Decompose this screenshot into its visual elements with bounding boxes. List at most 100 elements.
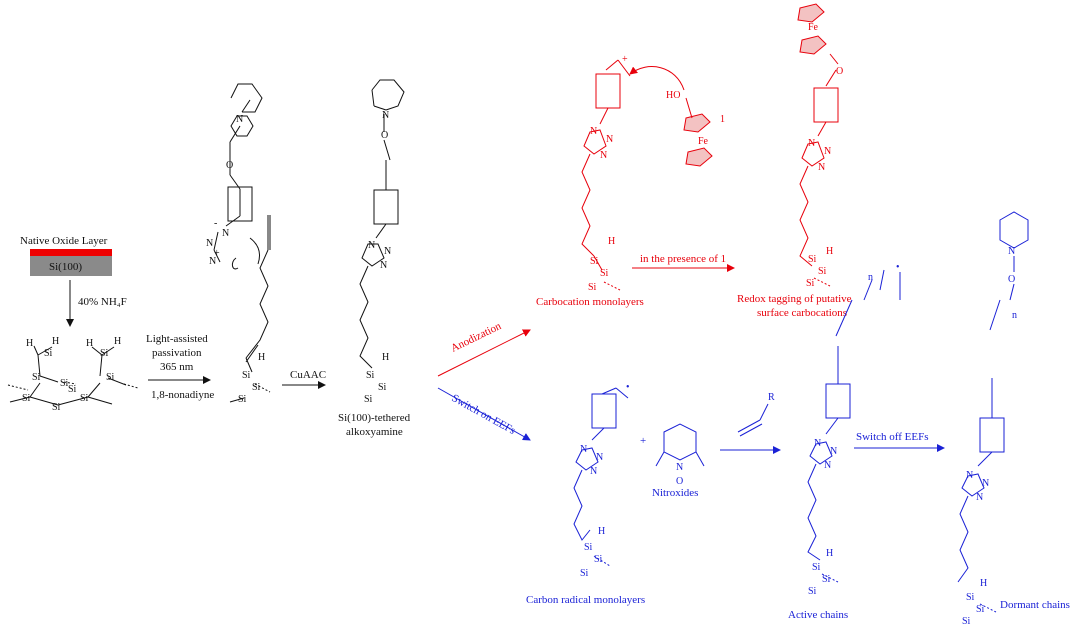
svg-text:H: H xyxy=(382,352,389,363)
svg-text:1: 1 xyxy=(720,114,725,125)
svg-text:Fe: Fe xyxy=(698,136,709,147)
svg-text:n: n xyxy=(1012,310,1017,321)
attack-arrow xyxy=(629,66,685,91)
svg-text:N: N xyxy=(209,256,216,267)
svg-text:N: N xyxy=(676,462,683,473)
carbocation-label: Carbocation monolayers xyxy=(536,296,644,308)
switch-off-label: Switch off EEFs xyxy=(856,431,929,443)
svg-text:N: N xyxy=(966,470,973,481)
svg-text:Si: Si xyxy=(52,402,61,413)
svg-text:Si: Si xyxy=(590,256,599,267)
svg-text:N: N xyxy=(976,492,983,503)
svg-text:Si: Si xyxy=(378,382,387,393)
radical-label: Carbon radical monolayers xyxy=(526,594,645,606)
tethered-alkoxyamine xyxy=(359,79,405,369)
passivation-line1: Light-assisted xyxy=(146,333,208,345)
svg-text:N: N xyxy=(818,162,825,173)
nitroxide-atoms: N O xyxy=(676,462,683,487)
anodization-label: Anodization xyxy=(449,320,504,355)
svg-text:N: N xyxy=(824,146,831,157)
radical-monolayer xyxy=(573,387,629,567)
alkene-r: R xyxy=(768,392,775,403)
svg-text:Si: Si xyxy=(818,266,827,277)
svg-text:H: H xyxy=(114,336,121,347)
switch-on-label: Switch on EEFs xyxy=(450,392,518,437)
svg-text:N: N xyxy=(384,246,391,257)
svg-text:Si: Si xyxy=(806,278,815,289)
svg-text:O: O xyxy=(226,160,233,171)
svg-text:O: O xyxy=(836,66,843,77)
svg-text:H: H xyxy=(598,526,605,537)
svg-text:Si: Si xyxy=(822,574,831,585)
redox-label-1: Redox tagging of putative xyxy=(737,293,852,305)
svg-text:Si: Si xyxy=(600,268,609,279)
svg-text:N: N xyxy=(590,126,597,137)
active-chain xyxy=(807,269,901,583)
svg-text:Si: Si xyxy=(252,382,261,393)
active-chain-atoms: • n N N N H Si Si Si xyxy=(808,262,900,597)
svg-text:N: N xyxy=(206,238,213,249)
svg-text:Si: Si xyxy=(808,254,817,265)
svg-text:N: N xyxy=(606,134,613,145)
svg-text:Si: Si xyxy=(60,378,69,389)
svg-text:H: H xyxy=(86,338,93,349)
substrate: Native Oxide Layer Si(100) xyxy=(20,235,112,276)
svg-text:Si: Si xyxy=(238,394,247,405)
redox-tagged-monolayer xyxy=(799,53,839,287)
dormant-chain xyxy=(957,211,1029,613)
svg-text:N: N xyxy=(808,138,815,149)
redox-tagged-atoms: Fe O N N N H Si Si Si xyxy=(806,22,843,289)
svg-text:O: O xyxy=(1008,274,1015,285)
arrow-switch-on xyxy=(437,387,531,441)
dormant-label: Dormant chains xyxy=(1000,599,1070,611)
svg-text:Si: Si xyxy=(242,370,251,381)
svg-text:N: N xyxy=(824,460,831,471)
svg-text:Si: Si xyxy=(100,348,109,359)
svg-text:N: N xyxy=(380,260,387,271)
svg-text:N: N xyxy=(580,444,587,455)
ferrocene-methanol xyxy=(683,97,713,167)
plus-sign: + xyxy=(640,435,646,447)
alkyne-monolayer-atoms: N O N N N - + H Si Si Si xyxy=(206,114,265,405)
carbocation-atoms: + N N N H Si Si Si xyxy=(588,54,628,293)
svg-text:N: N xyxy=(368,240,375,251)
svg-text:N: N xyxy=(382,110,389,121)
svg-text:H: H xyxy=(52,336,59,347)
tethered-label-2: alkoxyamine xyxy=(346,426,403,438)
svg-text:Si: Si xyxy=(808,586,817,597)
svg-text:H: H xyxy=(826,246,833,257)
svg-text:Si: Si xyxy=(44,348,53,359)
nitroxide xyxy=(655,423,705,467)
svg-text:H: H xyxy=(980,578,987,589)
svg-text:Si: Si xyxy=(364,394,373,405)
silicon-label: Si(100) xyxy=(49,261,82,273)
svg-text:Si: Si xyxy=(32,372,41,383)
radical-atoms: • N N N H Si Si Si xyxy=(580,382,630,579)
presence-label: in the presence of 1 xyxy=(640,253,726,265)
svg-text:Si: Si xyxy=(22,393,31,404)
svg-text:N: N xyxy=(596,452,603,463)
etch-reagent: 40% NH₄F xyxy=(78,296,127,308)
redox-label-2: surface carbocations xyxy=(757,307,847,319)
svg-text:n: n xyxy=(868,272,873,283)
svg-text:•: • xyxy=(626,382,630,393)
svg-text:H: H xyxy=(608,236,615,247)
passivation-line2: passivation xyxy=(152,347,202,359)
svg-text:N: N xyxy=(814,438,821,449)
svg-text:N: N xyxy=(982,478,989,489)
redox-ferrocene xyxy=(797,3,827,55)
svg-text:Si: Si xyxy=(584,542,593,553)
active-label: Active chains xyxy=(788,609,848,621)
svg-text:Si: Si xyxy=(966,592,975,603)
silicon-block xyxy=(30,256,112,276)
svg-text:+: + xyxy=(622,54,628,65)
oxide-layer-bar xyxy=(30,249,112,256)
svg-text:N: N xyxy=(222,228,229,239)
svg-text:O: O xyxy=(381,130,388,141)
tethered-label-1: Si(100)-tethered xyxy=(338,412,411,424)
cuaac-label: CuAAC xyxy=(290,369,326,381)
svg-text:H: H xyxy=(258,352,265,363)
svg-text:Si: Si xyxy=(366,370,375,381)
